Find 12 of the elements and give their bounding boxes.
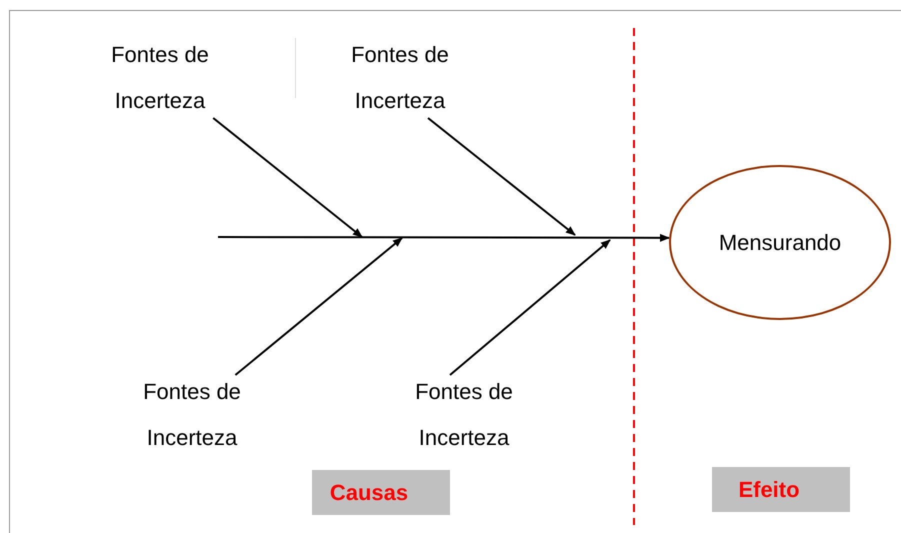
section-label-box: Efeito [712,467,850,512]
arrow [427,117,576,236]
arrow [234,237,403,376]
effect-ellipse: Mensurando [669,165,891,320]
arrow [212,117,363,238]
section-label-box: Causas [312,470,450,515]
cause-label: Fontes de Incerteza [350,41,450,115]
cause-label: Fontes de Incerteza [110,41,210,115]
arrow [218,234,670,242]
arrow [449,239,611,376]
cause-label: Fontes de Incerteza [142,378,242,452]
cause-label: Fontes de Incerteza [414,378,514,452]
